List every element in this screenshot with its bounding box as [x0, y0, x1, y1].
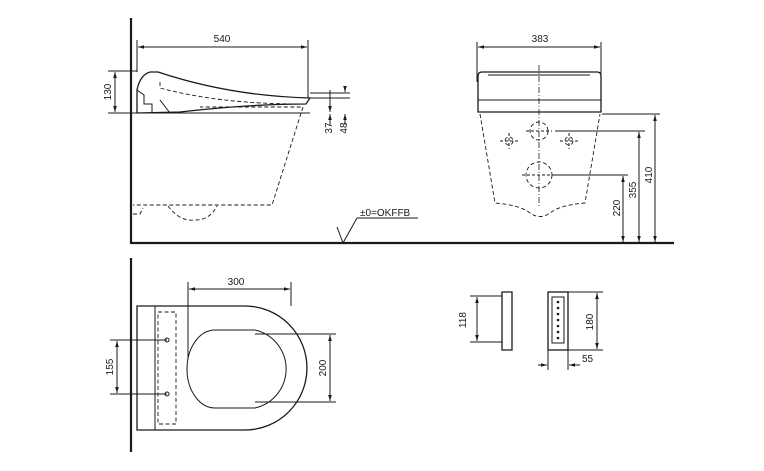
dim-label-55: 55 [582, 354, 594, 365]
seat-profile [136, 71, 312, 114]
dim-label-130: 130 [103, 83, 114, 100]
dim-label-37: 37 [324, 122, 335, 134]
dim-label-118: 118 [458, 312, 469, 328]
dim-label-540: 540 [214, 34, 231, 45]
dim-label-200: 200 [318, 359, 329, 376]
seat-plan [136, 305, 308, 431]
dim-label-410: 410 [644, 166, 655, 183]
seat-inner-hidden [159, 82, 301, 108]
remote-buttons [556, 300, 560, 340]
dim-label-383: 383 [532, 34, 549, 45]
dim-label-300: 300 [228, 277, 245, 288]
front-view: 383 410 355 220 [476, 34, 660, 242]
dim-label-355: 355 [628, 181, 639, 198]
seat-hinge [136, 89, 171, 114]
outlet-hidden [167, 205, 218, 221]
bowl-hidden-outline [133, 106, 304, 215]
floor-reference-symbol [336, 217, 418, 245]
seat-opening [186, 329, 287, 409]
plan-view: 300 155 200 [105, 258, 336, 452]
side-view: 540 130 37 48 ±0=OKFFB [103, 18, 674, 245]
dim-label-155: 155 [105, 358, 116, 375]
bowl-front-hidden [479, 113, 601, 217]
seat-front [477, 71, 602, 113]
hinge-box-hidden [157, 311, 177, 425]
remote-side [501, 291, 513, 351]
dim-label-48: 48 [339, 122, 350, 134]
remote-control-views: 118 180 55 [458, 291, 603, 370]
floor-reference-label: ±0=OKFFB [360, 208, 411, 219]
dim-label-220: 220 [612, 199, 623, 216]
dim-label-180: 180 [585, 313, 596, 330]
